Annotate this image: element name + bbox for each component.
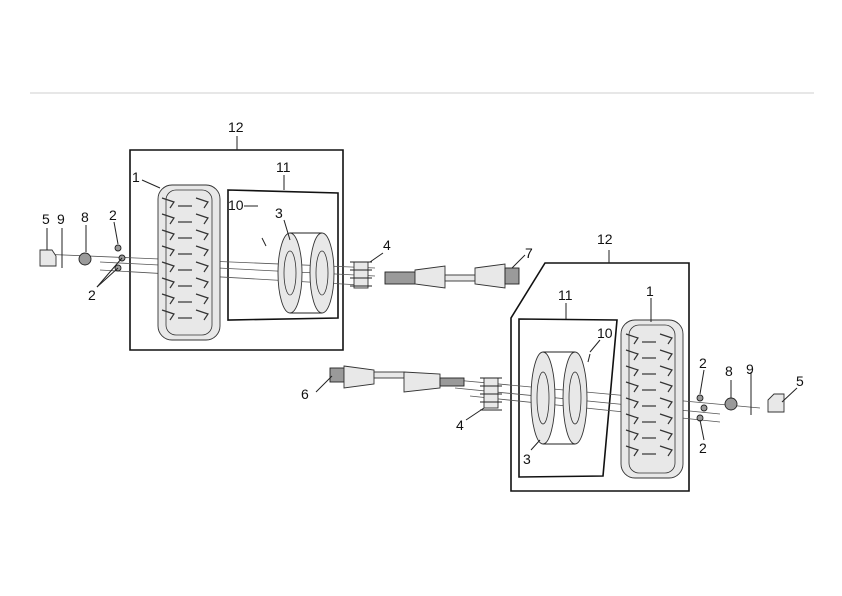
right-castle-nut <box>724 397 738 411</box>
left-callout-10: 10 <box>228 197 244 213</box>
right-callout-4: 4 <box>456 417 464 433</box>
right-leader-lines <box>315 250 798 451</box>
left-rim-box <box>227 189 339 321</box>
left-leader-lines <box>46 136 526 288</box>
right-callout-8: 8 <box>725 363 733 379</box>
left-valve <box>261 237 267 247</box>
right-wheel-assembly: 12 11 10 3 1 2 2 8 9 5 4 6 <box>301 231 804 492</box>
left-hub <box>350 261 372 289</box>
right-callout-2-bottom: 2 <box>699 440 707 456</box>
left-callout-8: 8 <box>81 209 89 225</box>
left-callout-1: 1 <box>132 169 140 185</box>
left-drive-shaft <box>384 263 520 289</box>
left-callout-7: 7 <box>525 245 533 261</box>
right-rim-box <box>518 318 618 478</box>
right-tire <box>620 319 684 479</box>
left-callout-2-bottom: 2 <box>88 287 96 303</box>
left-callout-5: 5 <box>42 211 50 227</box>
right-callout-12: 12 <box>597 231 613 247</box>
right-callout-11: 11 <box>558 287 573 303</box>
right-drive-shaft <box>329 365 465 393</box>
right-callout-10: 10 <box>597 325 613 341</box>
left-rim <box>277 232 335 314</box>
right-axis-line <box>454 379 761 409</box>
left-wheel-assembly: 12 11 10 3 1 5 9 8 2 2 4 7 <box>39 119 533 351</box>
left-callout-11: 11 <box>276 159 291 175</box>
left-callout-12: 12 <box>228 119 244 135</box>
right-callout-2-top: 2 <box>699 355 707 371</box>
left-castle-nut <box>78 252 92 266</box>
right-wheel-box <box>510 262 690 492</box>
right-valve <box>587 353 591 363</box>
left-callout-4: 4 <box>383 237 391 253</box>
right-callout-1: 1 <box>646 283 654 299</box>
right-callout-5: 5 <box>796 373 804 389</box>
left-callout-9: 9 <box>57 211 65 227</box>
right-callout-3: 3 <box>523 451 531 467</box>
left-callout-2-top: 2 <box>109 207 117 223</box>
left-wheel-nuts <box>114 244 126 272</box>
right-hub-cap <box>767 393 785 413</box>
left-hub-cap <box>39 249 57 267</box>
left-tire <box>157 184 221 341</box>
left-callout-3: 3 <box>275 205 283 221</box>
right-hub <box>480 377 502 411</box>
right-rim <box>530 351 588 445</box>
right-callout-9: 9 <box>746 361 754 377</box>
left-wheel-box <box>129 149 344 351</box>
right-callout-6: 6 <box>301 386 309 402</box>
right-wheel-nuts <box>696 394 708 422</box>
